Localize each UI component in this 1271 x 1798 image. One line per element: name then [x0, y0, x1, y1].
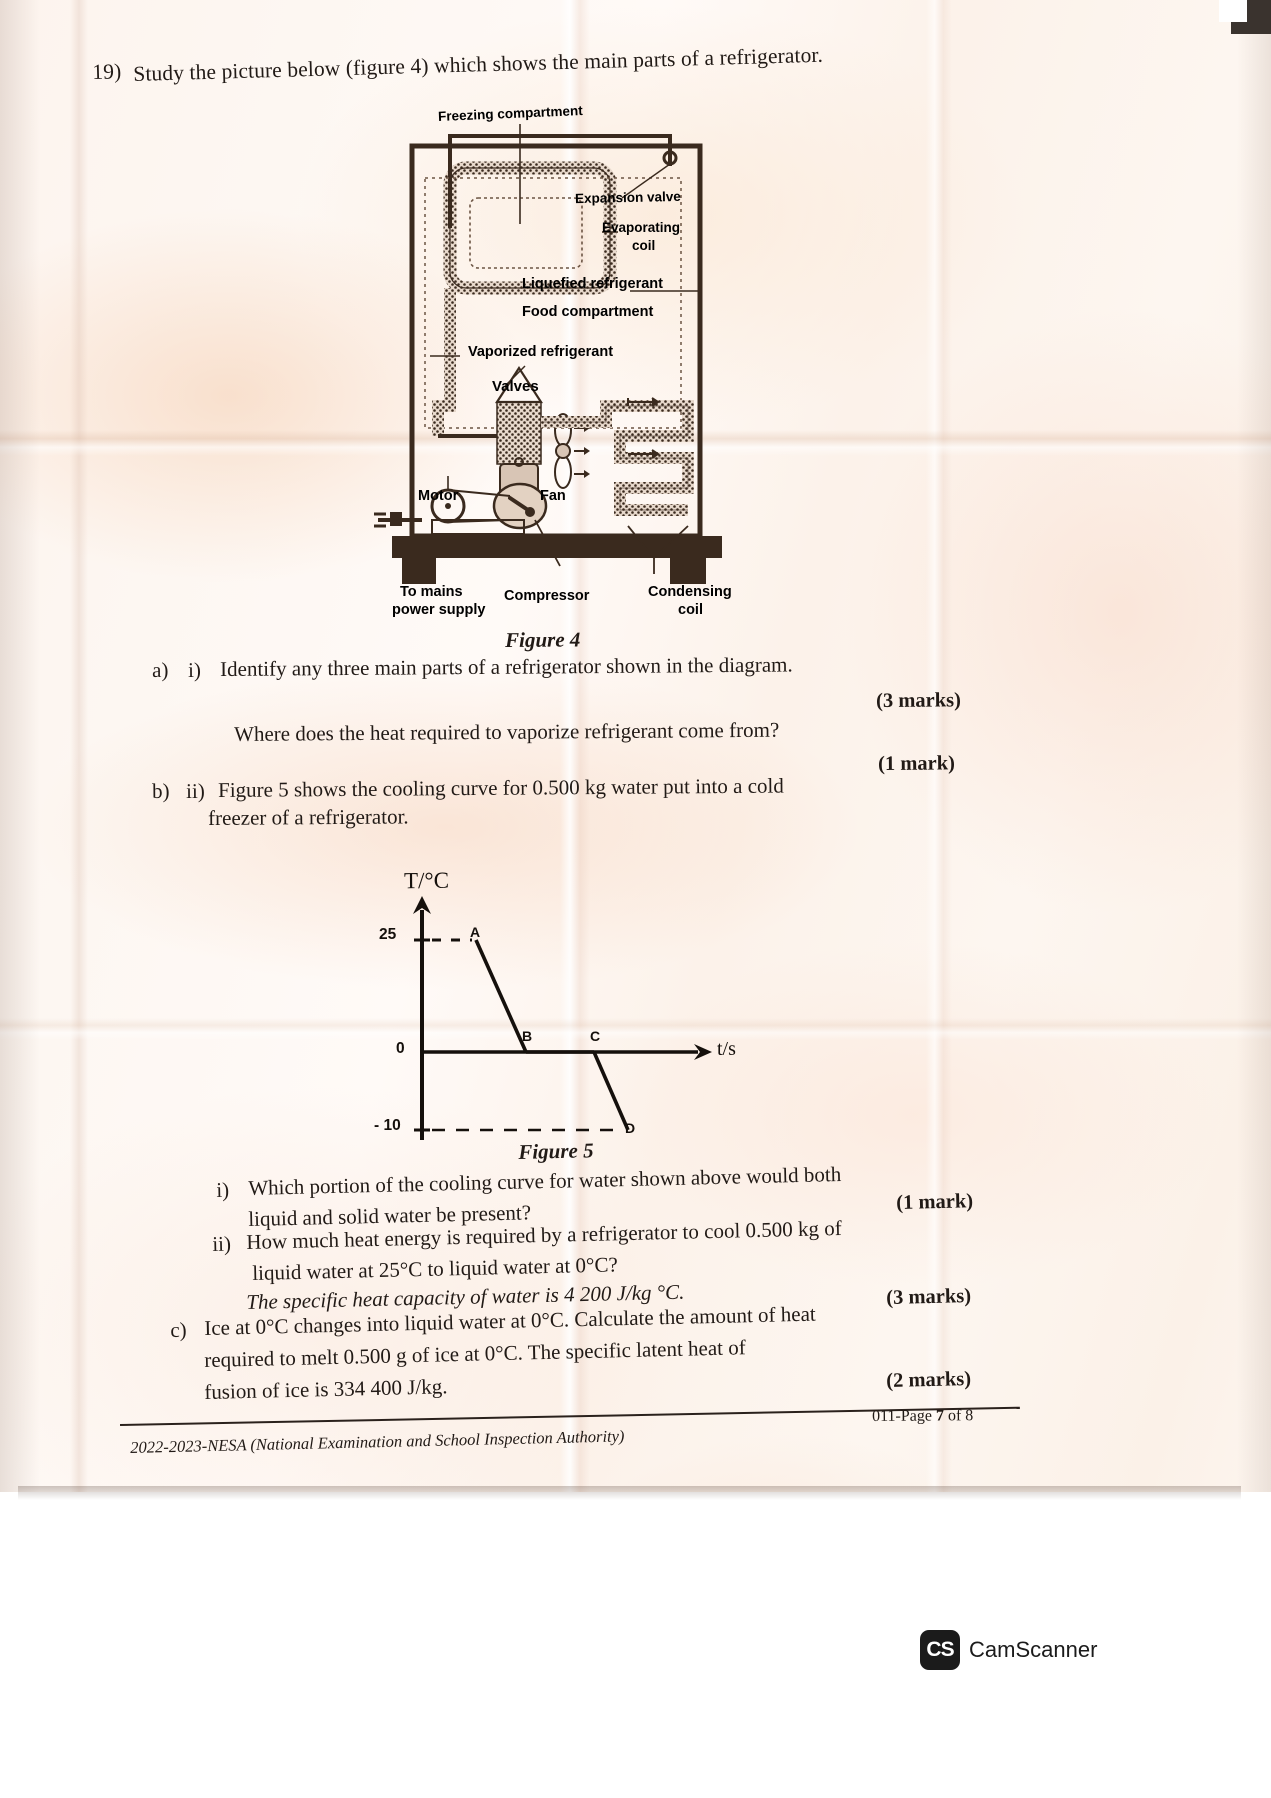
part-a-i-marks: (3 marks)	[876, 689, 962, 712]
label-condensing-coil: Condensing	[648, 584, 732, 600]
part-a-i-marker: i)	[188, 657, 202, 682]
figure-5-x-axis-label: t/s	[717, 1038, 736, 1060]
label-evaporating-coil: Evaporating	[602, 220, 681, 235]
figure-5-caption: Figure 5	[518, 1138, 594, 1164]
page-edge-shadow	[1237, 0, 1271, 1500]
part-a-ii-marks: (1 mark)	[878, 752, 956, 775]
label-expansion-valve: Expansion valve	[574, 188, 681, 207]
figure-5-point-D: D	[625, 1120, 636, 1136]
subq-c-marks: (2 marks)	[886, 1368, 972, 1392]
question-number: 19)	[92, 59, 122, 84]
figure-5-ytick-0: 0	[396, 1040, 405, 1057]
label-vaporized-refrigerant: Vaporized refrigerant	[468, 344, 614, 360]
part-b-ii-marker: ii)	[186, 778, 205, 803]
label-evaporating-coil-2: coil	[632, 238, 656, 253]
footer-right: 011-Page 7 of 8	[872, 1407, 973, 1426]
part-a-i-text: Identify any three main parts of a refri…	[220, 652, 793, 681]
figure-5-ytick-minus10: - 10	[374, 1117, 401, 1134]
figure-4-caption: Figure 4	[505, 627, 581, 652]
figure-5-ytick-25: 25	[379, 926, 397, 943]
part-b-text-line1: Figure 5 shows the cooling curve for 0.5…	[218, 773, 784, 802]
footer-page-prefix: 011-Page	[872, 1407, 936, 1425]
subq-c-marker: c)	[170, 1317, 187, 1342]
scan-background	[0, 1492, 1271, 1798]
label-power-supply: power supply	[392, 602, 486, 618]
subq-ii-marks: (3 marks)	[886, 1285, 972, 1309]
figure-4-refrigerator-diagram: Freezing compartment Expansion valve Eva…	[370, 103, 790, 618]
subq-i-marks: (1 mark)	[896, 1190, 974, 1214]
part-b-marker: b)	[152, 778, 170, 803]
label-to-mains: To mains	[400, 584, 463, 600]
page-corner-mark	[1219, 0, 1247, 22]
camscanner-label: CamScanner	[969, 1637, 1098, 1662]
figure-5-y-axis-label: T/°C	[403, 867, 450, 894]
subq-i-marker: i)	[216, 1177, 230, 1202]
figure-5-cooling-curve: T/°C 25 0 - 10 t/s A B C D	[374, 862, 780, 1152]
label-liquefied-refrigerant: Liquefied refrigerant	[522, 276, 663, 292]
label-fan: Fan	[540, 488, 566, 504]
footer-page-suffix: of 8	[943, 1407, 974, 1425]
label-compressor: Compressor	[504, 588, 590, 604]
figure-5-point-C: C	[590, 1028, 601, 1044]
page-bottom-shadow	[18, 1486, 1241, 1500]
camscanner-watermark: CS CamScanner	[920, 1630, 1097, 1670]
page-edge-shadow	[0, 0, 40, 1540]
label-valves: Valves	[492, 378, 539, 395]
part-b-text-line2: freezer of a refrigerator.	[208, 804, 409, 830]
camscanner-icon: CS	[920, 1630, 960, 1670]
label-food-compartment: Food compartment	[522, 304, 654, 320]
footer-page-number: 7	[935, 1407, 944, 1425]
label-motor: Motor	[418, 488, 459, 504]
figure-5-point-A: A	[470, 924, 481, 940]
part-a-ii-text: Where does the heat required to vaporize…	[234, 717, 780, 746]
subq-ii-marker: ii)	[212, 1231, 232, 1256]
part-a-marker: a)	[152, 657, 169, 682]
figure-5-point-B: B	[522, 1028, 533, 1044]
label-condensing-coil-2: coil	[678, 602, 703, 618]
